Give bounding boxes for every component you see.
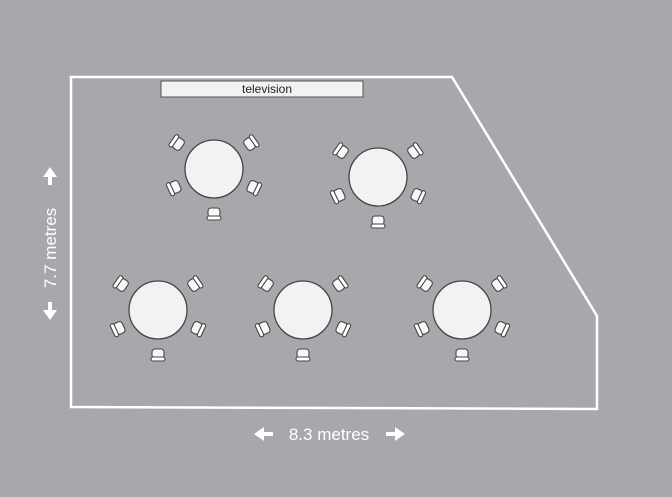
- chair-back: [257, 275, 269, 289]
- chair-back: [337, 275, 349, 289]
- chair: [332, 142, 349, 159]
- round-table: [109, 275, 207, 362]
- chair: [332, 275, 349, 292]
- chair-back: [329, 190, 340, 205]
- height-label: 7.7 metres: [41, 208, 60, 288]
- chair-back: [295, 356, 311, 362]
- table-top: [184, 139, 244, 199]
- chair: [165, 180, 182, 197]
- chair: [187, 275, 204, 292]
- television-label: television: [242, 82, 292, 96]
- round-table: [329, 142, 427, 229]
- chair-back: [252, 182, 263, 197]
- chair-back: [254, 323, 265, 338]
- chair: [329, 188, 346, 205]
- chair: [168, 134, 185, 151]
- chair-back: [150, 356, 166, 362]
- chair-back: [370, 223, 386, 229]
- chair-back: [192, 275, 204, 289]
- arrow-right-icon: [386, 427, 405, 441]
- chair-back: [109, 323, 120, 338]
- arrow-up-icon: [43, 167, 57, 185]
- chair-back: [248, 134, 260, 148]
- chair-back: [206, 215, 222, 221]
- table-top: [128, 280, 188, 340]
- chair: [109, 321, 126, 338]
- width-label: 8.3 metres: [289, 425, 369, 444]
- chair: [295, 348, 311, 362]
- arrow-left-icon: [254, 427, 273, 441]
- chair: [410, 188, 427, 205]
- chair: [494, 321, 511, 338]
- television-bar: [160, 80, 364, 98]
- chair-back: [416, 190, 427, 205]
- chair-back: [341, 323, 352, 338]
- tables-group: [109, 134, 511, 362]
- chair-back: [165, 182, 176, 197]
- room-outline: [69, 75, 599, 411]
- chair: [150, 348, 166, 362]
- table-top: [273, 280, 333, 340]
- height-dimension: 7.7 metres: [41, 167, 60, 320]
- width-dimension: 8.3 metres: [254, 425, 405, 444]
- round-table: [254, 275, 352, 362]
- chair-back: [332, 142, 344, 156]
- chair: [416, 275, 433, 292]
- chair: [454, 348, 470, 362]
- table-top: [432, 280, 492, 340]
- chair: [246, 180, 263, 197]
- chair-back: [412, 142, 424, 156]
- chair: [407, 142, 424, 159]
- chair: [491, 275, 508, 292]
- television: television: [160, 80, 364, 98]
- chair-back: [112, 275, 124, 289]
- chair-back: [196, 323, 207, 338]
- chair: [254, 321, 271, 338]
- chair-back: [496, 275, 508, 289]
- chair: [243, 134, 260, 151]
- arrow-down-icon: [43, 302, 57, 320]
- chair: [206, 207, 222, 221]
- chair: [370, 215, 386, 229]
- chair-back: [500, 323, 511, 338]
- chair: [112, 275, 129, 292]
- round-table: [413, 275, 511, 362]
- table-top: [348, 147, 408, 207]
- chair: [190, 321, 207, 338]
- chair: [335, 321, 352, 338]
- chair-back: [168, 134, 180, 148]
- chair: [257, 275, 274, 292]
- round-table: [165, 134, 263, 221]
- chair-back: [413, 323, 424, 338]
- chair-back: [416, 275, 428, 289]
- chair: [413, 321, 430, 338]
- chair-back: [454, 356, 470, 362]
